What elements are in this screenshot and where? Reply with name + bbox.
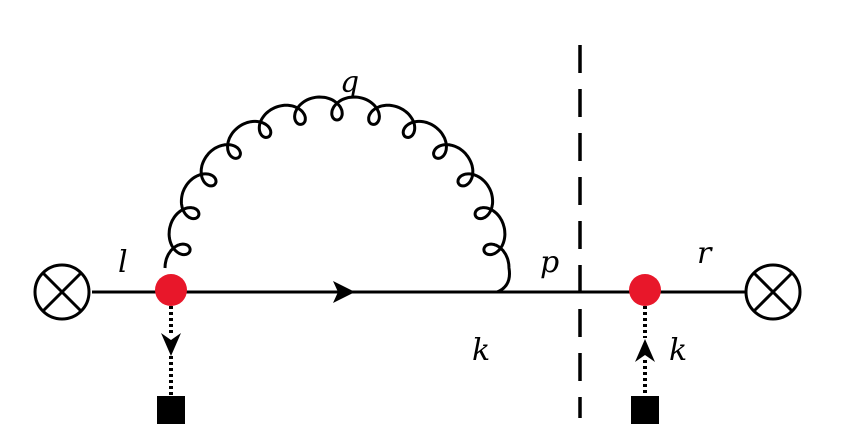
label-k-bottom: k [472,333,490,368]
vertex-left [155,274,187,306]
external-square-left-icon [157,396,185,424]
source-right-otimes-icon [744,263,802,321]
label-p: p [540,245,559,280]
source-left-otimes-icon [33,263,91,321]
external-line-left [157,300,185,424]
arrow-down-icon [161,333,181,356]
label-l: l [118,245,128,280]
vertex-right [629,274,661,306]
external-square-right-icon [631,396,659,424]
gluon-line [163,95,511,294]
label-q: q [340,65,359,100]
arrow-up-icon [635,339,655,362]
fermion-arrow [333,281,355,303]
label-k-right: k [669,333,687,368]
label-r: r [697,236,713,271]
external-line-right [631,300,659,424]
